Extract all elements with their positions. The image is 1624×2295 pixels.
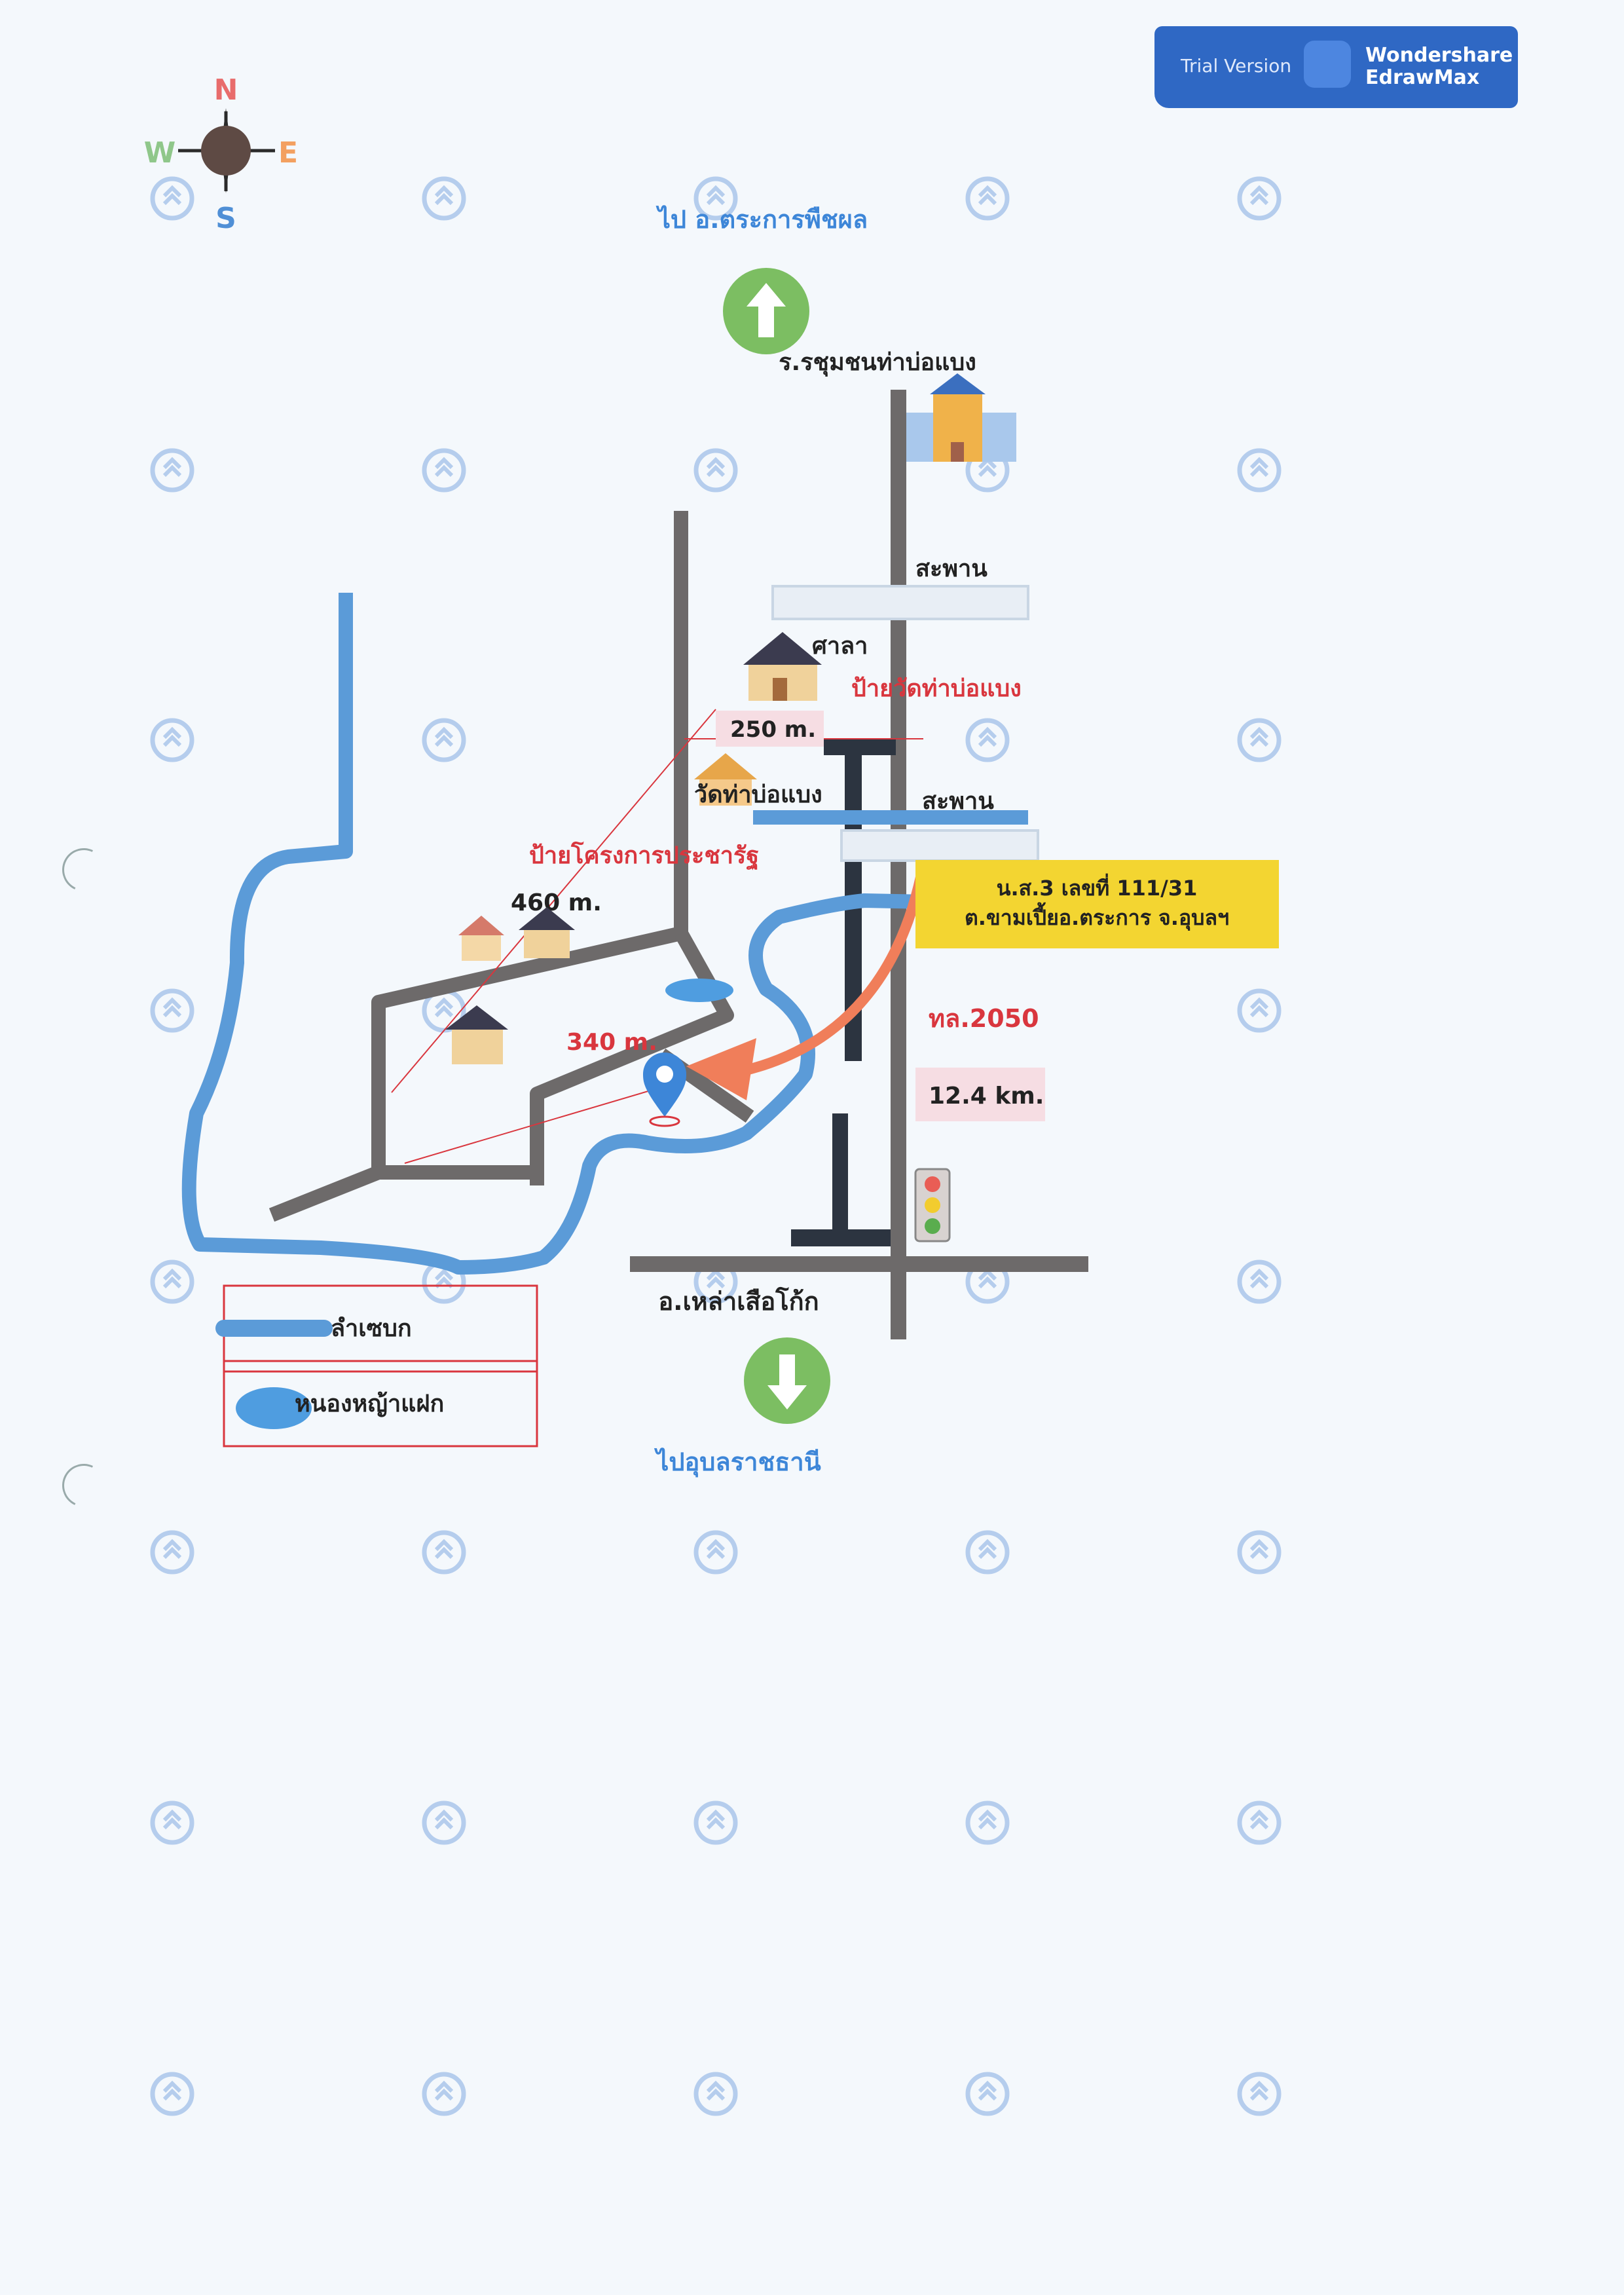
bridge-top-icon bbox=[771, 585, 1029, 620]
house-icon-1 bbox=[519, 907, 575, 958]
land-deed-callout bbox=[915, 860, 1279, 948]
dist-12-box bbox=[915, 1068, 1045, 1121]
bridge-top-label: สะพาน bbox=[915, 555, 987, 582]
legend-pond-icon bbox=[236, 1387, 312, 1429]
traffic-light-icon bbox=[914, 1168, 951, 1242]
dist-340-line bbox=[404, 1087, 662, 1164]
compass-north-label: N bbox=[214, 73, 238, 107]
sebok-stream bbox=[181, 593, 1029, 1275]
callout-line2: ต.ขามเปี้ยอ.ตระการ จ.อุบลฯ bbox=[965, 902, 1229, 931]
house-icon-2 bbox=[445, 1005, 508, 1064]
school-label: ร.รชุมชนท่าบ่อแบง bbox=[779, 349, 976, 377]
village-road-loop bbox=[371, 926, 683, 1180]
to-north-label: ไป อ.ตระการพืชผล bbox=[655, 205, 868, 234]
sala-label: ศาลา bbox=[812, 633, 868, 660]
to-south-label: ไปอุบลราชธานี bbox=[654, 1447, 821, 1478]
school-building-icon bbox=[898, 373, 1016, 462]
temple-icon bbox=[694, 753, 757, 806]
road-number-label: ทล.2050 bbox=[929, 1004, 1039, 1033]
compass-south-label: S bbox=[215, 202, 236, 235]
trial-version-label: Trial Version bbox=[1181, 55, 1292, 77]
dist-460-line bbox=[391, 709, 716, 1093]
house-icon-shop bbox=[458, 916, 504, 961]
legend: ลำเซบก หนองหญ้าแฝก bbox=[215, 1284, 538, 1447]
dist-250-box bbox=[716, 711, 824, 747]
compass-rose-icon: N E S W bbox=[144, 73, 298, 235]
south-district-label: อ.เหล่าเสือโก้ก bbox=[658, 1286, 819, 1316]
south-direction-arrow-icon bbox=[744, 1337, 830, 1424]
legend-stream-label: ลำเซบก bbox=[331, 1315, 412, 1342]
village-road-inner bbox=[530, 929, 734, 1185]
brand-name-line2: EdrawMax bbox=[1365, 66, 1480, 89]
temple-sign-label: ป้ายวัดท่าบ่อแบง bbox=[851, 675, 1022, 702]
compass-west-label: W bbox=[144, 136, 176, 170]
brand-name: Wondershare EdrawMax bbox=[1365, 45, 1513, 89]
edrawmax-logo-icon bbox=[1304, 41, 1351, 88]
dist-12-label: 12.4 km. bbox=[929, 1083, 1044, 1110]
callout-line1: น.ส.3 เลขที่ 111/31 bbox=[997, 873, 1198, 901]
dist-340-label: 340 m. bbox=[566, 1029, 657, 1056]
sala-house-icon bbox=[743, 632, 822, 701]
project-sign-label: ป้ายโครงการประชารัฐ bbox=[529, 841, 759, 870]
trial-version-badge[interactable]: Trial Version Wondershare EdrawMax bbox=[1154, 26, 1518, 108]
village-road-spur bbox=[268, 1165, 382, 1222]
pointer-arrow-icon bbox=[686, 863, 929, 1100]
location-pin-icon bbox=[643, 1053, 686, 1127]
dist-460-label: 460 m. bbox=[511, 889, 602, 916]
brand-name-line1: Wondershare bbox=[1365, 44, 1513, 67]
pond-small-icon bbox=[665, 979, 733, 1002]
bridge-mid-label: สะพาน bbox=[922, 788, 994, 815]
legend-pond-label: หนองหญ้าแฝก bbox=[295, 1390, 444, 1417]
bridge-mid-icon bbox=[840, 829, 1039, 862]
north-direction-arrow-icon bbox=[723, 268, 809, 354]
temple-label: วัดท่าบ่อแบง bbox=[694, 781, 822, 808]
compass-east-label: E bbox=[278, 136, 298, 170]
dist-250-label: 250 m. bbox=[730, 717, 816, 743]
